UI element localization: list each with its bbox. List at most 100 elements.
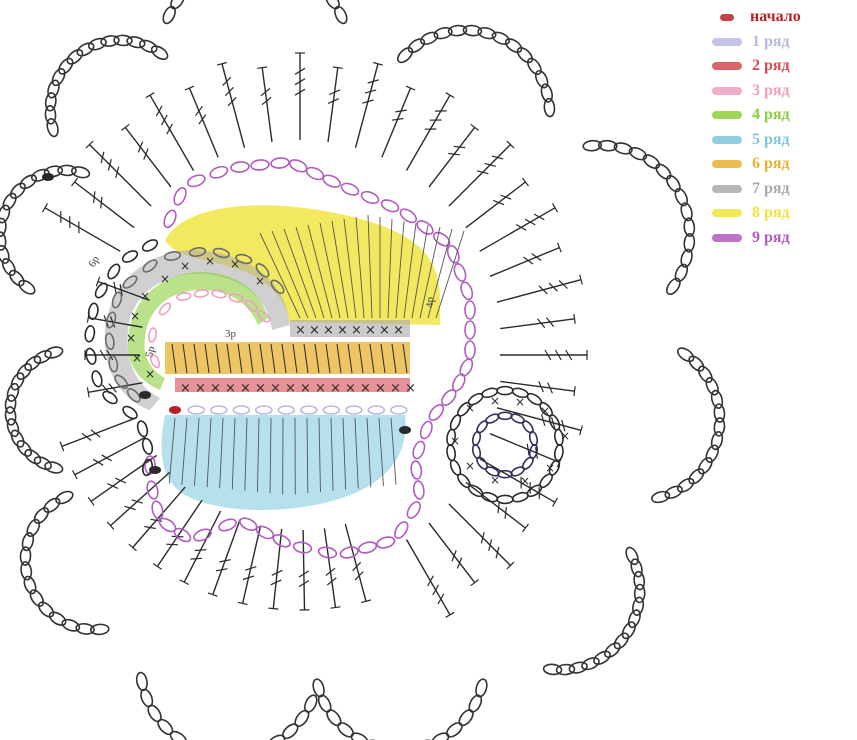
row7-bar bbox=[290, 320, 410, 337]
stitch-bar bbox=[531, 253, 542, 261]
start-marker bbox=[139, 391, 151, 399]
row2-stitch: × bbox=[255, 381, 266, 396]
stitch-bar bbox=[245, 566, 257, 571]
stitch-bar bbox=[561, 419, 566, 432]
chain-stitch bbox=[289, 159, 308, 173]
chain-stitch bbox=[604, 642, 621, 658]
chain-stitch bbox=[468, 694, 483, 713]
chain-stitch bbox=[163, 251, 182, 261]
legend-label: 1 ряд bbox=[752, 32, 790, 50]
chain-stitch bbox=[632, 596, 645, 616]
row4-stitch: × bbox=[132, 351, 142, 365]
chain-stitch bbox=[581, 657, 600, 671]
chain-stitch bbox=[18, 279, 36, 295]
chain-stitch bbox=[642, 154, 661, 169]
stitch-line bbox=[323, 528, 337, 608]
stitch-bar bbox=[222, 76, 232, 87]
chain-stitch bbox=[460, 281, 474, 301]
legend-swatch bbox=[712, 160, 742, 168]
chain-stitch bbox=[389, 405, 408, 415]
motif-stitch: × bbox=[560, 429, 570, 443]
row8-stitch bbox=[427, 228, 453, 319]
chain-stitch bbox=[412, 480, 425, 500]
chain-stitch bbox=[19, 174, 38, 190]
stitch-line bbox=[90, 454, 158, 502]
row-label-5: 5р bbox=[143, 345, 158, 359]
start-marks bbox=[42, 173, 411, 474]
stitch-bar bbox=[495, 546, 500, 559]
row8-stitch bbox=[343, 218, 357, 319]
chain-stitch bbox=[688, 468, 705, 485]
chain-stitch bbox=[142, 259, 158, 273]
stitch-top bbox=[551, 497, 559, 507]
chain-stitch bbox=[705, 377, 719, 396]
chain-stitch bbox=[680, 248, 693, 268]
stitch-top bbox=[506, 140, 515, 149]
chain-stitch bbox=[458, 709, 474, 727]
stitch-bar bbox=[224, 86, 234, 97]
stitch-bar bbox=[294, 78, 306, 86]
row6-stitch bbox=[226, 343, 232, 374]
chain-stitch bbox=[477, 27, 497, 40]
stitch-line bbox=[496, 407, 582, 431]
row6-stitch bbox=[391, 343, 397, 374]
chain-stitch bbox=[19, 546, 32, 566]
row8-stitch bbox=[259, 232, 301, 319]
row8-stitch bbox=[411, 224, 429, 319]
stitch-bar bbox=[362, 99, 374, 104]
stitch-top bbox=[332, 66, 343, 69]
chain-stitch bbox=[322, 405, 341, 415]
row2-stitch: × bbox=[390, 381, 401, 396]
chain-stitch bbox=[593, 650, 611, 665]
stitch-bar bbox=[551, 417, 556, 429]
stitch-bar bbox=[554, 349, 562, 361]
row5-stitch bbox=[366, 417, 372, 488]
stitch-bar bbox=[215, 568, 228, 572]
stitch-bar bbox=[242, 575, 255, 581]
chain-stitch bbox=[511, 491, 529, 503]
row6-stitch bbox=[215, 343, 221, 374]
stitch-line bbox=[344, 523, 367, 602]
stitch-top bbox=[445, 611, 455, 618]
row8-stitch bbox=[271, 230, 309, 319]
chain-stitch bbox=[75, 622, 95, 635]
chain-stitch bbox=[9, 182, 26, 199]
stitch-bar bbox=[325, 567, 336, 576]
stitch-bar bbox=[106, 349, 114, 361]
stitch-bar bbox=[219, 559, 231, 563]
chain-stitch bbox=[441, 389, 457, 406]
stitch-top bbox=[405, 85, 416, 91]
chain-stitch bbox=[360, 190, 380, 205]
row4-fill bbox=[127, 272, 268, 390]
row5-stitch bbox=[194, 417, 200, 486]
chain-stitch bbox=[317, 546, 338, 559]
chain-stitch bbox=[188, 247, 207, 257]
chain-stitch bbox=[244, 299, 258, 312]
chain-stitch bbox=[630, 558, 643, 578]
chain-stitch bbox=[90, 623, 110, 636]
chain-stitch bbox=[37, 601, 55, 618]
stitch-bar bbox=[500, 194, 512, 200]
row7-stitch: × bbox=[309, 323, 320, 338]
chain-stitch bbox=[555, 663, 576, 676]
chain-stitch bbox=[173, 187, 187, 206]
stitch-line bbox=[500, 380, 575, 392]
stitch-bar bbox=[227, 96, 237, 107]
chain-stitch bbox=[107, 263, 121, 280]
stitch-top bbox=[86, 387, 90, 398]
row8-stitch bbox=[295, 226, 325, 319]
chain-stitch bbox=[447, 24, 468, 37]
chain-stitch bbox=[462, 24, 483, 37]
stitch-bar bbox=[260, 88, 271, 97]
stitch-bar bbox=[565, 349, 573, 361]
stitch-line bbox=[183, 510, 222, 583]
row2-stitch: × bbox=[270, 381, 281, 396]
chain-stitch bbox=[105, 311, 117, 329]
chain-stitch bbox=[70, 166, 91, 179]
chain-stitch bbox=[680, 202, 693, 222]
stitch-bar bbox=[545, 317, 555, 327]
stitch-bar bbox=[92, 458, 104, 466]
chain-stitch bbox=[4, 394, 17, 414]
row7-stitch: × bbox=[379, 323, 390, 338]
